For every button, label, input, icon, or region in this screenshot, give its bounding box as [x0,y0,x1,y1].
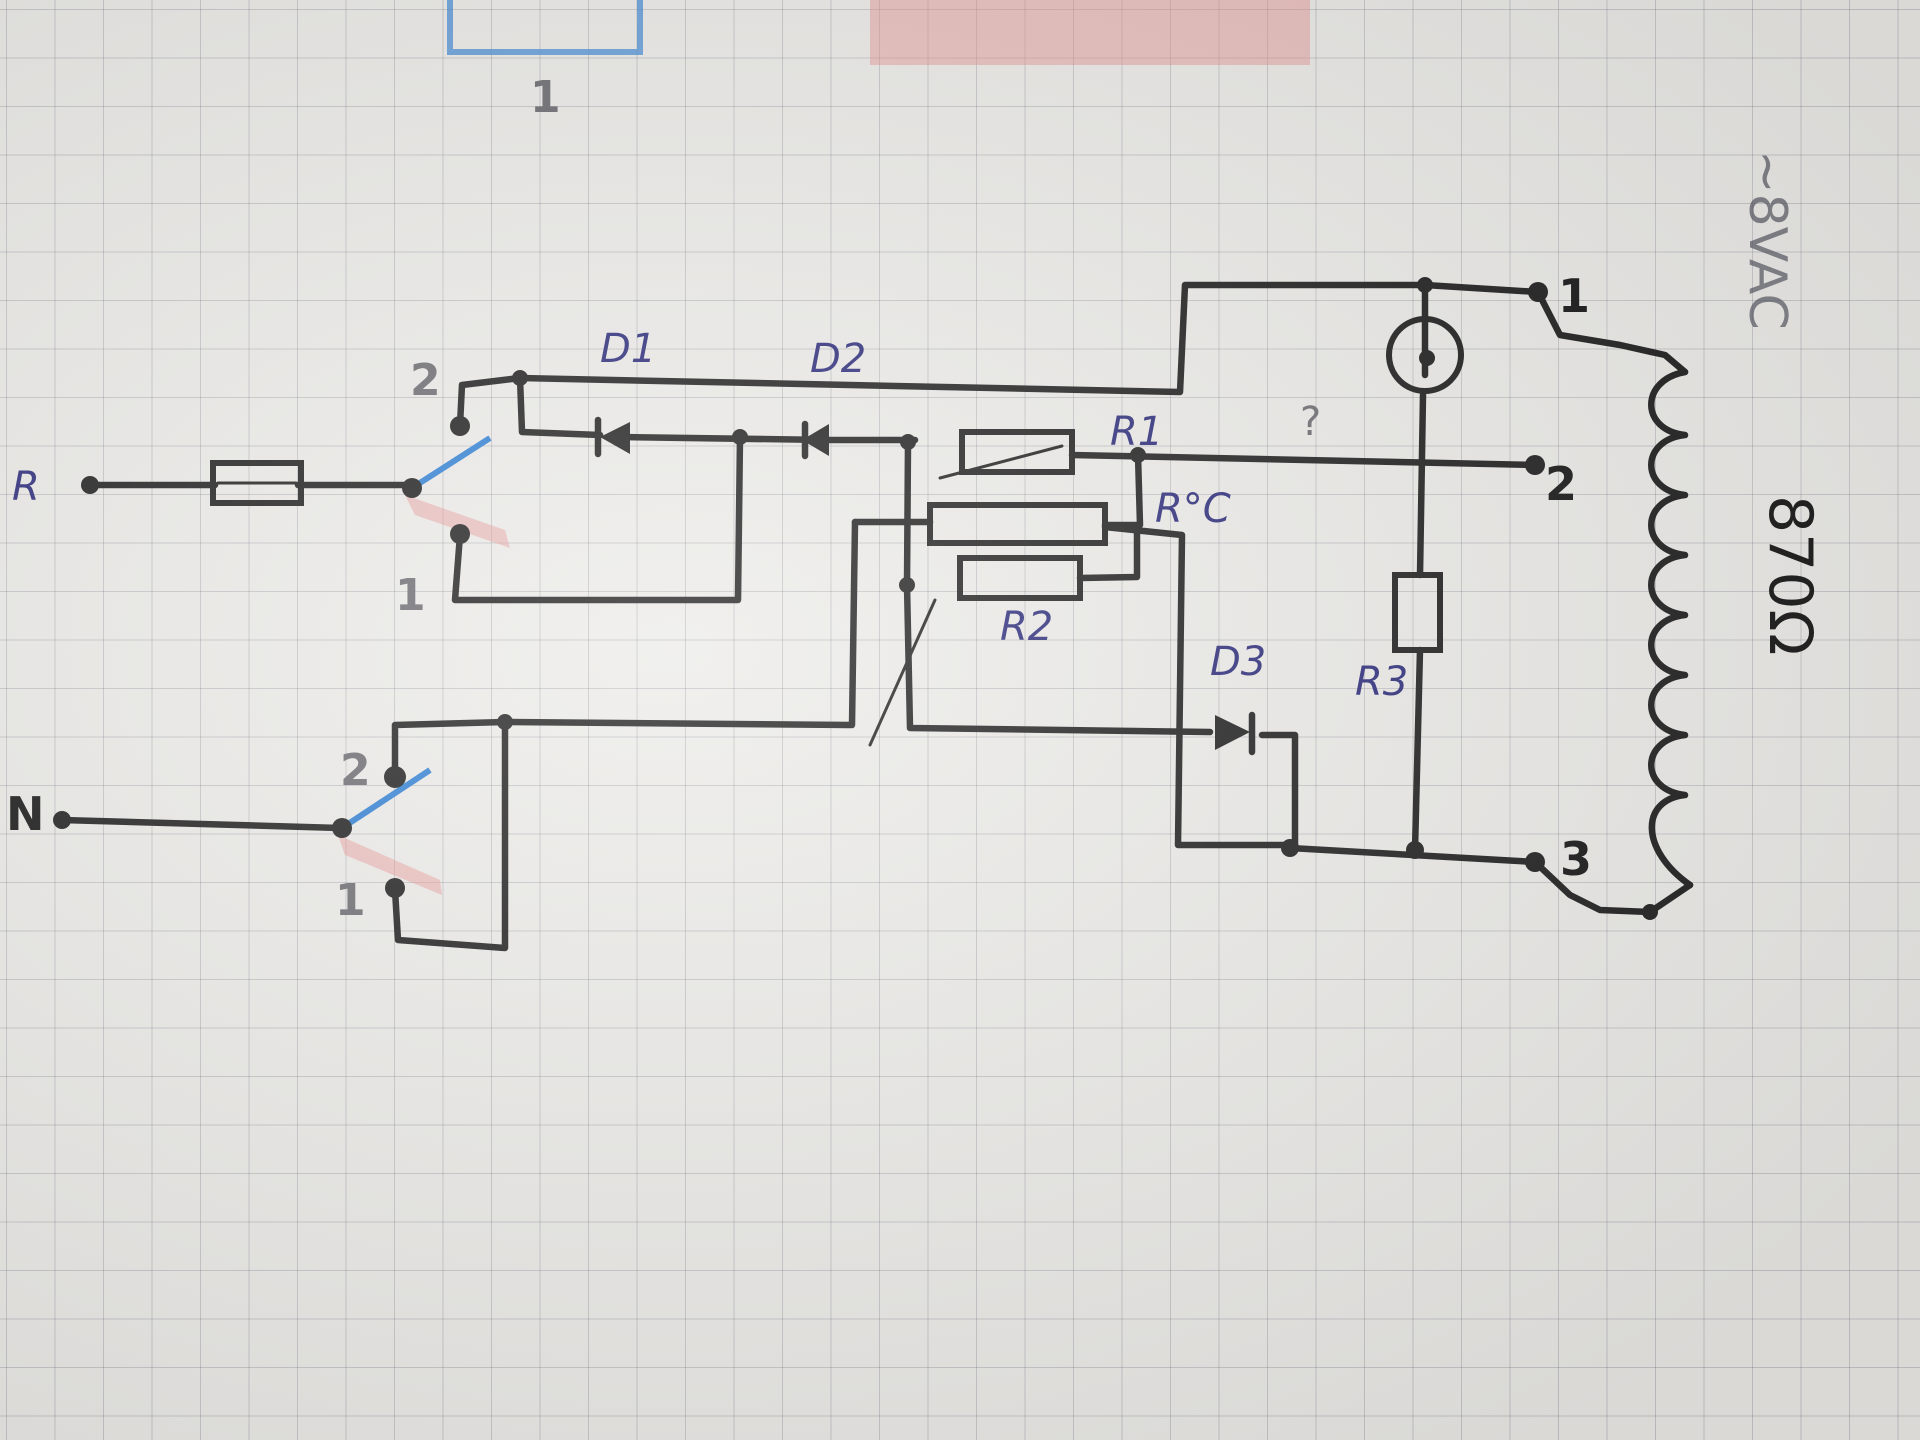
resistor-r1 [938,429,1075,480]
label-terminal-1: 1 [1558,269,1590,323]
junction-dots [53,277,1658,920]
label-d3: D3 [1210,639,1266,685]
resistor-r2 [868,555,1083,747]
label-input-n: N [6,787,45,841]
switch-top [402,416,510,548]
indicator-lamp [1386,316,1464,394]
label-switch-bottom-1: 1 [335,875,366,926]
label-r3: R3 [1355,659,1408,705]
diode-d2 [801,420,829,460]
label-r1: R1 [1110,409,1163,455]
wires [58,281,1694,952]
resistor-r-temp [927,502,1108,546]
fuse [210,460,304,506]
diode-d3 [1215,711,1256,756]
relay-coil [1648,368,1694,889]
label-r-temp: R°C [1155,486,1231,532]
label-d1: D1 [600,326,656,372]
label-terminal-2: 2 [1545,457,1577,511]
top-sketch-number: 1 [530,72,561,123]
label-switch-top-2: 2 [410,355,441,406]
resistor-r3 [1392,572,1443,653]
label-d2: D2 [810,336,866,382]
previous-sketch-fragments: 1 ~8VAC [447,0,1797,330]
label-question: ? [1300,399,1321,445]
switch-bottom [332,766,442,898]
margin-note: ~8VAC [1737,150,1797,330]
labels: R N 2 1 2 1 D1 D2 D3 R1 R°C R2 R3 ? 1 2 … [6,269,1825,926]
label-r2: R2 [1000,604,1053,650]
diode-d1 [594,416,630,458]
label-switch-top-1: 1 [395,570,426,621]
label-coil-resistance: 870Ω [1755,495,1825,655]
label-input-r: R [12,464,40,510]
label-switch-bottom-2: 2 [340,745,371,796]
label-terminal-3: 3 [1560,832,1592,886]
